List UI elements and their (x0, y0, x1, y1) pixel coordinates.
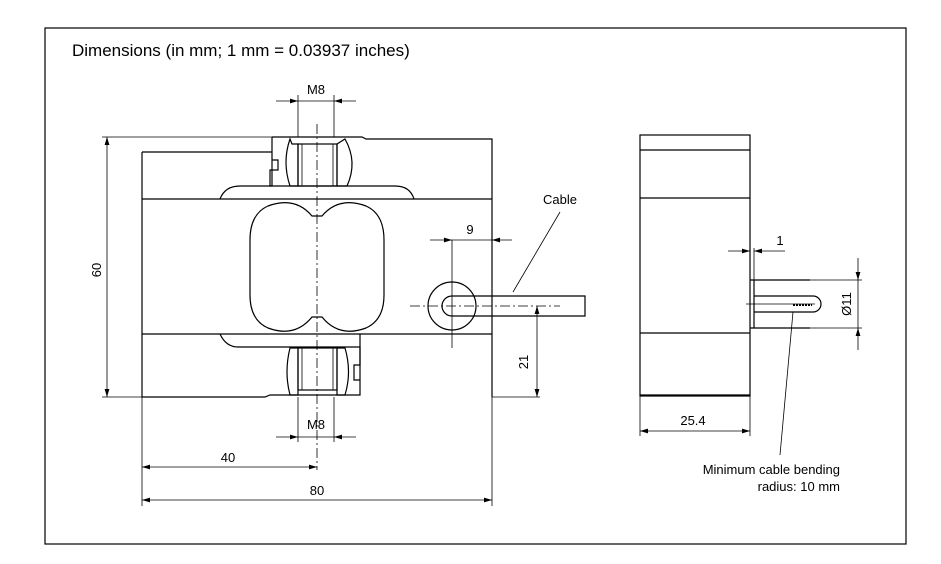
bending-radius-line1: Minimum cable bending (703, 462, 840, 477)
cable-height-label: 21 (516, 355, 531, 369)
gap-label: 1 (776, 233, 783, 248)
half-width-label: 40 (221, 450, 235, 465)
cable-offset-label: 9 (466, 222, 473, 237)
drawing-title: Dimensions (in mm; 1 mm = 0.03937 inches… (72, 41, 410, 60)
front-view (141, 124, 586, 470)
cable-diameter-label: Ø11 (839, 292, 854, 316)
cable-label: Cable (543, 192, 577, 207)
front-dimensions: M8 M8 60 40 80 9 21 Cable (89, 82, 577, 506)
side-dimensions: 1 Ø11 25.4 Minimum cable bending radius:… (639, 233, 862, 494)
m8-bottom-label: M8 (307, 417, 325, 432)
frame (44, 27, 907, 545)
width-label: 80 (310, 483, 324, 498)
m8-top-label: M8 (307, 82, 325, 97)
height-label: 60 (89, 263, 104, 277)
depth-label: 25.4 (680, 413, 705, 428)
side-view (639, 134, 822, 397)
bending-radius-line2: radius: 10 mm (758, 479, 840, 494)
